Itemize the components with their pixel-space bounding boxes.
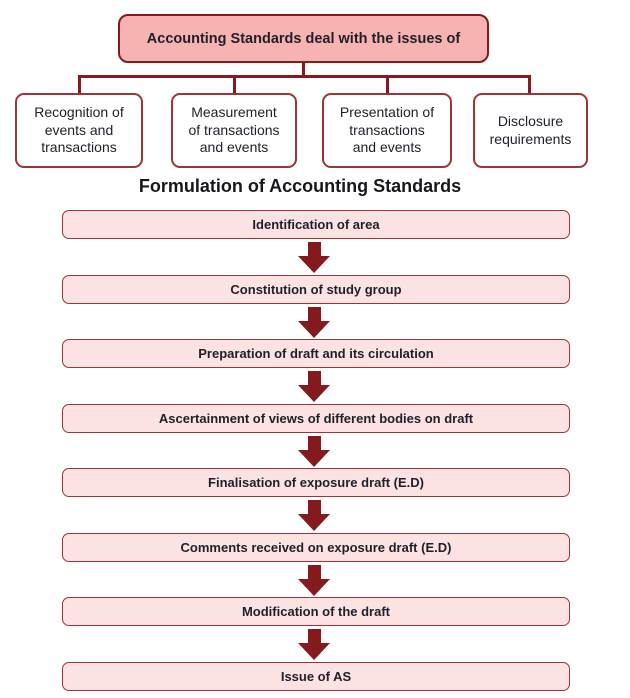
connector-drop-1 bbox=[78, 75, 81, 94]
down-arrow-stem bbox=[307, 242, 321, 256]
child-box-label: Presentation of transactions and events bbox=[339, 103, 435, 156]
down-arrow-stem bbox=[307, 629, 321, 643]
child-box-label: Disclosure requirements bbox=[489, 112, 572, 147]
connector-root-vertical bbox=[302, 61, 305, 76]
down-arrow-icon bbox=[298, 500, 330, 531]
down-arrow-icon bbox=[298, 629, 330, 660]
down-arrow-head bbox=[298, 579, 330, 596]
down-arrow-head bbox=[298, 385, 330, 402]
down-arrow-stem bbox=[307, 500, 321, 514]
child-box-label: Measurement of transactions and events bbox=[188, 103, 280, 156]
down-arrow-icon bbox=[298, 565, 330, 596]
flow-section-heading: Formulation of Accounting Standards bbox=[138, 176, 462, 196]
flow-step-modification: Modification of the draft bbox=[62, 597, 570, 626]
child-box-presentation: Presentation of transactions and events bbox=[322, 93, 452, 168]
connector-drop-3 bbox=[386, 75, 389, 94]
flow-step-comments: Comments received on exposure draft (E.D… bbox=[62, 533, 570, 562]
child-box-measurement: Measurement of transactions and events bbox=[171, 93, 297, 168]
down-arrow-stem bbox=[307, 307, 321, 321]
down-arrow-icon bbox=[298, 371, 330, 402]
down-arrow-head bbox=[298, 643, 330, 660]
child-box-label: Recognition of events and transactions bbox=[34, 103, 124, 156]
down-arrow-icon bbox=[298, 436, 330, 467]
flow-step-issue: Issue of AS bbox=[62, 662, 570, 691]
down-arrow-icon bbox=[298, 242, 330, 273]
flow-step-finalisation: Finalisation of exposure draft (E.D) bbox=[62, 468, 570, 497]
connector-drop-2 bbox=[233, 75, 236, 94]
down-arrow-head bbox=[298, 256, 330, 273]
flow-step-ascertainment: Ascertainment of views of different bodi… bbox=[62, 404, 570, 433]
down-arrow-head bbox=[298, 321, 330, 338]
down-arrow-head bbox=[298, 514, 330, 531]
down-arrow-stem bbox=[307, 436, 321, 450]
down-arrow-icon bbox=[298, 307, 330, 338]
connector-rail bbox=[78, 75, 531, 78]
down-arrow-stem bbox=[307, 565, 321, 579]
child-box-recognition: Recognition of events and transactions bbox=[15, 93, 143, 168]
root-box: Accounting Standards deal with the issue… bbox=[118, 14, 489, 63]
connector-drop-4 bbox=[528, 75, 531, 94]
flow-step-identification: Identification of area bbox=[62, 210, 570, 239]
flow-step-preparation: Preparation of draft and its circulation bbox=[62, 339, 570, 368]
flow-step-constitution: Constitution of study group bbox=[62, 275, 570, 304]
child-box-disclosure: Disclosure requirements bbox=[473, 93, 588, 168]
down-arrow-stem bbox=[307, 371, 321, 385]
down-arrow-head bbox=[298, 450, 330, 467]
